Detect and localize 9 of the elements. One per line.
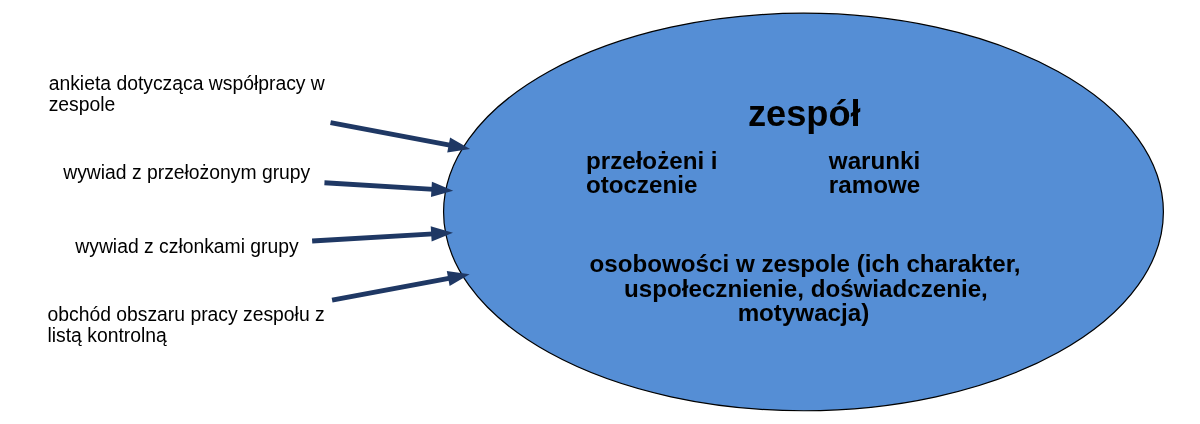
node-text: wywiad z przełożonym grupy xyxy=(62,162,310,184)
arrow xyxy=(329,120,470,153)
arrow xyxy=(331,270,470,303)
node-text: wywiad z członkami grupy xyxy=(74,235,299,257)
node-ellipse: zespół przełożeni i otoczenie warunki ramowe osobowości w zespole (ich charakter, uspołecznienie, doświadczenie, motywacja) xyxy=(442,12,1164,412)
node-text: obchód obszaru pracy zespołu z listą kontrolną xyxy=(47,303,325,347)
arrow xyxy=(311,226,453,244)
node-text: ankieta dotycząca współpracy w zespole xyxy=(48,72,325,116)
arrow xyxy=(323,180,453,197)
